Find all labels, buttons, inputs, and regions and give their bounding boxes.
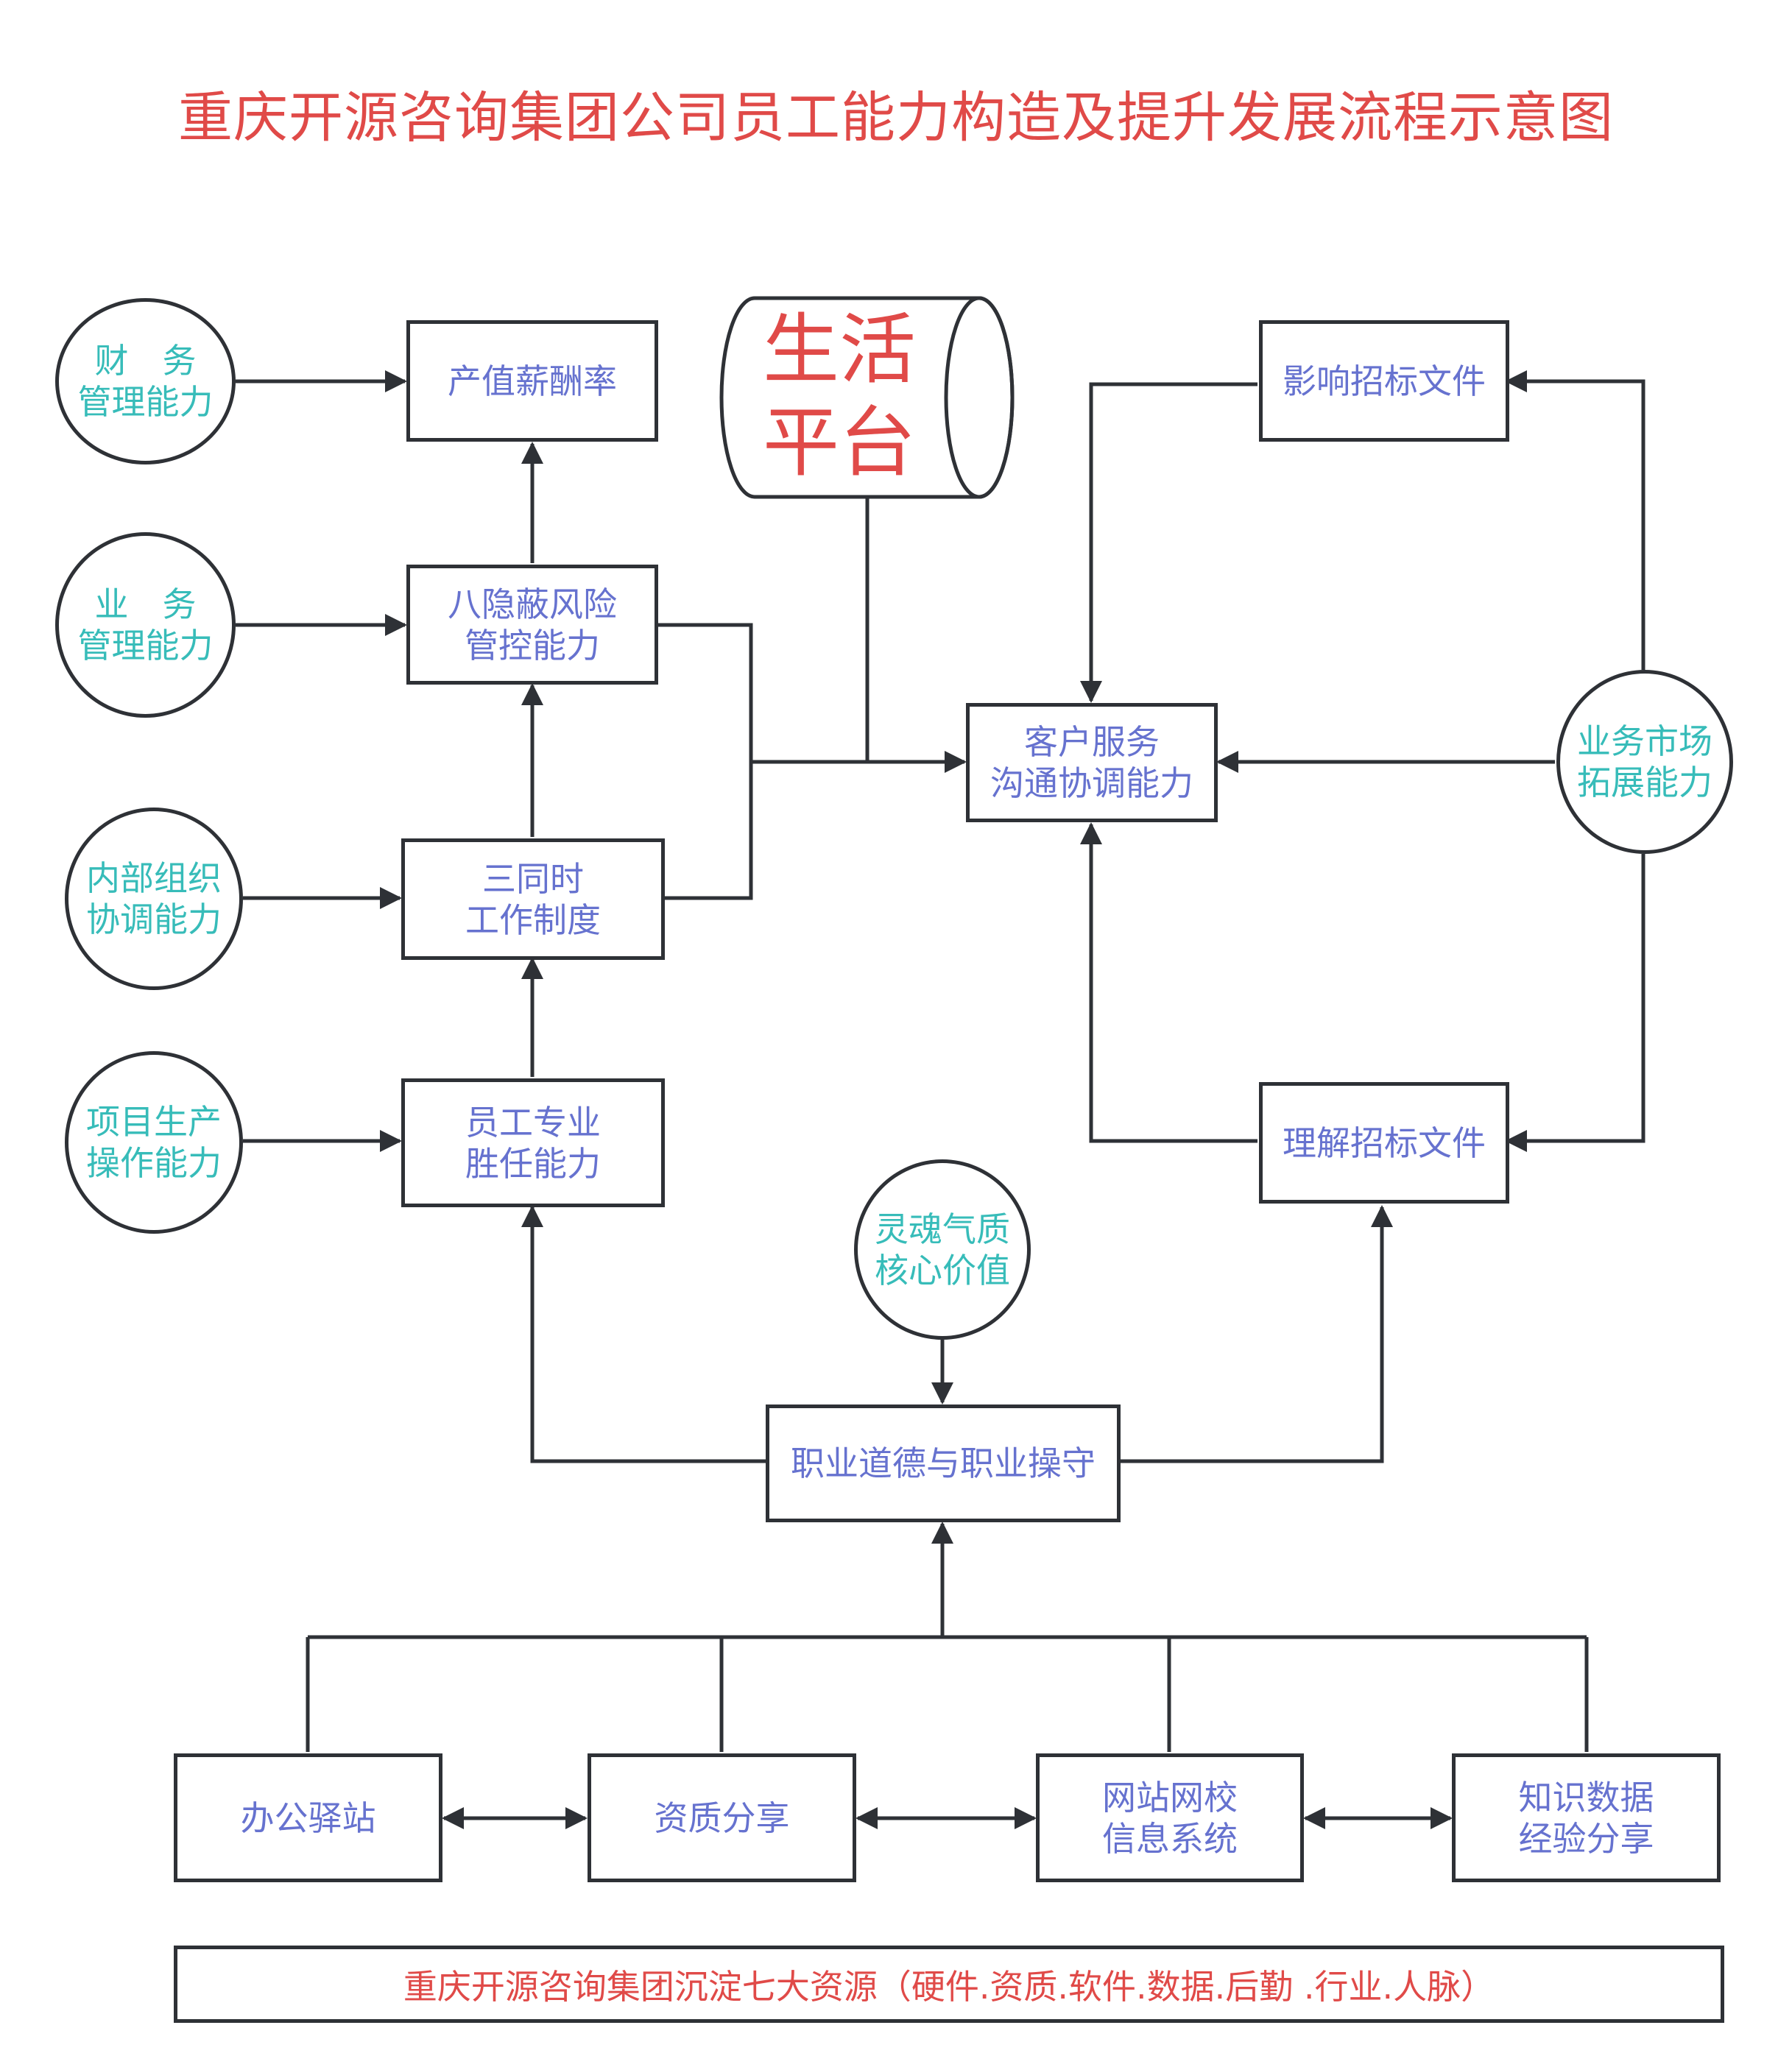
- arrow-market-to-understand: [1505, 854, 1645, 1152]
- knowledge-box: 知识数据 经验分享: [1452, 1753, 1721, 1882]
- output-rate-box: 产值薪酬率: [406, 320, 658, 442]
- three-same-box: 三同时 工作制度: [401, 838, 665, 960]
- finance-circle: 财 务 管理能力: [55, 298, 236, 464]
- line-three-to-junction: [665, 762, 753, 900]
- understand-bid-box: 理解招标文件: [1259, 1082, 1509, 1204]
- ethics-box: 职业道德与职业操守: [766, 1404, 1121, 1522]
- market-circle: 业务市场 拓展能力: [1556, 670, 1733, 854]
- arrow-ethics-to-professional: [521, 1205, 766, 1463]
- resources-footer: 重庆开源咨询集团沉淀七大资源（硬件.资质.软件.数据.后勤 .行业.人脉）: [174, 1946, 1724, 2023]
- influence-bid-box: 影响招标文件: [1259, 320, 1509, 442]
- risk-control-box: 八隐蔽风险 管控能力: [406, 565, 658, 685]
- diagram-title: 重庆开源咨询集团公司员工能力构造及提升发展流程示意图: [178, 86, 1614, 149]
- qualification-box: 资质分享: [588, 1753, 856, 1882]
- line-risk-to-junction: [657, 623, 753, 762]
- arrow-ethics-to-understand: [1119, 1205, 1393, 1463]
- project-circle: 项目生产 操作能力: [65, 1051, 243, 1234]
- arrow-understand-to-customer: [1080, 822, 1257, 1143]
- arrow-market-to-influence: [1505, 370, 1645, 670]
- platform-cylinder-end: [944, 296, 1015, 499]
- professional-box: 员工专业 胜任能力: [401, 1078, 665, 1207]
- business-circle: 业 务 管理能力: [55, 532, 236, 718]
- arrow-influence-to-customer: [1080, 382, 1257, 703]
- customer-service-box: 客户服务 沟通协调能力: [966, 703, 1218, 822]
- website-box: 网站网校 信息系统: [1036, 1753, 1304, 1882]
- office-box: 办公驿站: [174, 1753, 442, 1882]
- platform-label: 生活 平台: [762, 305, 916, 487]
- soul-circle: 灵魂气质 核心价值: [854, 1159, 1031, 1340]
- internal-circle: 内部组织 协调能力: [65, 808, 243, 990]
